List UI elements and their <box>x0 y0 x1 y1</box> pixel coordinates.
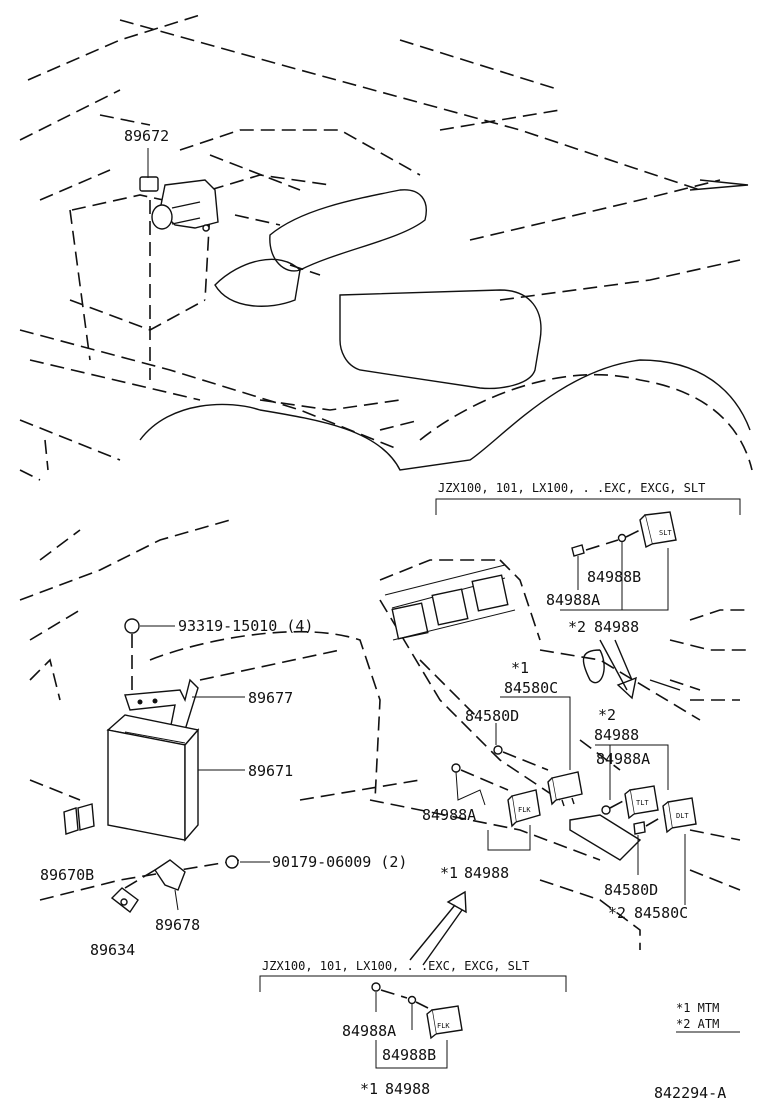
label-89672: 89672 <box>124 127 169 145</box>
variant-label-top: JZX100, 101, LX100, . .EXC, EXCG, SLT <box>438 481 705 495</box>
svg-text:TLT: TLT <box>636 799 649 807</box>
label-84988-right: 84988 <box>594 726 639 744</box>
svg-text:FLK: FLK <box>437 1022 450 1030</box>
nut-90179[interactable] <box>225 855 239 869</box>
part-89670b-relay[interactable] <box>63 803 95 835</box>
clip-84580d-right[interactable] <box>633 821 646 835</box>
diagram-id: 842294-A <box>654 1084 726 1102</box>
star2-mark-right2: *2 <box>608 904 626 922</box>
legend: *1 MTM *2 ATM <box>676 1001 740 1033</box>
label-89670b: 89670B <box>40 866 94 884</box>
label-89677: 89677 <box>248 689 293 707</box>
part-89634-sensor[interactable] <box>110 887 139 914</box>
label-84988-bottom: 84988 <box>385 1080 430 1098</box>
label-84580c-top: 84580C <box>504 679 558 697</box>
clip-84988a-right[interactable] <box>601 805 611 815</box>
label-84988b-bottom: 84988B <box>382 1046 436 1064</box>
label-84988b-top: 84988B <box>587 568 641 586</box>
legend-atm: *2 ATM <box>676 1017 719 1031</box>
clip-84580d-mid[interactable] <box>493 745 503 755</box>
svg-text:SLT: SLT <box>659 529 672 537</box>
label-84580c-right: 84580C <box>634 904 688 922</box>
variant-label-bottom: JZX100, 101, LX100, . .EXC, EXCG, SLT <box>262 959 529 973</box>
clip-84988b-top[interactable] <box>617 533 627 543</box>
clip-84988a-top[interactable] <box>571 544 585 557</box>
relay-topright[interactable]: SLT <box>639 511 677 549</box>
star1-mark-bottom: *1 <box>360 1080 378 1098</box>
clip-84988a-mid[interactable] <box>451 763 461 773</box>
label-84580d-right: 84580D <box>604 881 658 899</box>
star1-mark-mid: *1 <box>511 659 529 677</box>
svg-text:FLK: FLK <box>518 806 531 814</box>
clip-84988b-bottom[interactable] <box>407 995 417 1005</box>
star2-mark-top: *2 <box>568 618 586 636</box>
label-89671: 89671 <box>248 762 293 780</box>
clip-84988a-bottom[interactable] <box>371 982 381 992</box>
label-84988a-top: 84988A <box>546 591 600 609</box>
dashboard-illustration <box>19 519 750 950</box>
relay-84988-mid[interactable]: FLK <box>507 789 541 828</box>
svg-text:DLT: DLT <box>676 812 689 820</box>
relay-84580c-right[interactable]: DLT <box>662 797 697 834</box>
relay-84988-right[interactable]: TLT <box>624 785 659 820</box>
console-switch-panel <box>384 564 516 641</box>
relay-84580c-mid[interactable] <box>547 771 583 807</box>
label-84988-top: 84988 <box>594 618 639 636</box>
arrow-to-panel <box>599 639 628 691</box>
label-84988-mid: 84988 <box>464 864 509 882</box>
arrow-to-mid <box>409 904 456 961</box>
star1-mark-mid2: *1 <box>440 864 458 882</box>
label-89678: 89678 <box>155 916 200 934</box>
label-93319: 93319-15010 (4) <box>178 617 313 635</box>
label-89634: 89634 <box>90 941 135 959</box>
part-89678-bracket[interactable] <box>154 859 186 891</box>
bolt-93319[interactable] <box>124 618 140 634</box>
variant-box-top-right: JZX100, 101, LX100, . .EXC, EXCG, SLT <box>435 481 741 515</box>
label-84988a-right: 84988A <box>596 750 650 768</box>
label-90179: 90179-06009 (2) <box>272 853 407 871</box>
legend-mtm: *1 MTM <box>676 1001 719 1015</box>
relay-84988-bottom[interactable]: FLK <box>426 1005 463 1040</box>
part-89677-bracket[interactable] <box>124 678 199 731</box>
part-89671-ecu[interactable] <box>106 714 200 842</box>
label-84988a-bottom: 84988A <box>342 1022 396 1040</box>
star2-mark-right: *2 <box>598 706 616 724</box>
part-89672-sensor[interactable] <box>139 176 219 232</box>
label-84580d-top: 84580D <box>465 707 519 725</box>
engine-bay-illustration <box>19 14 753 481</box>
label-84988a-mid: 84988A <box>422 806 476 824</box>
